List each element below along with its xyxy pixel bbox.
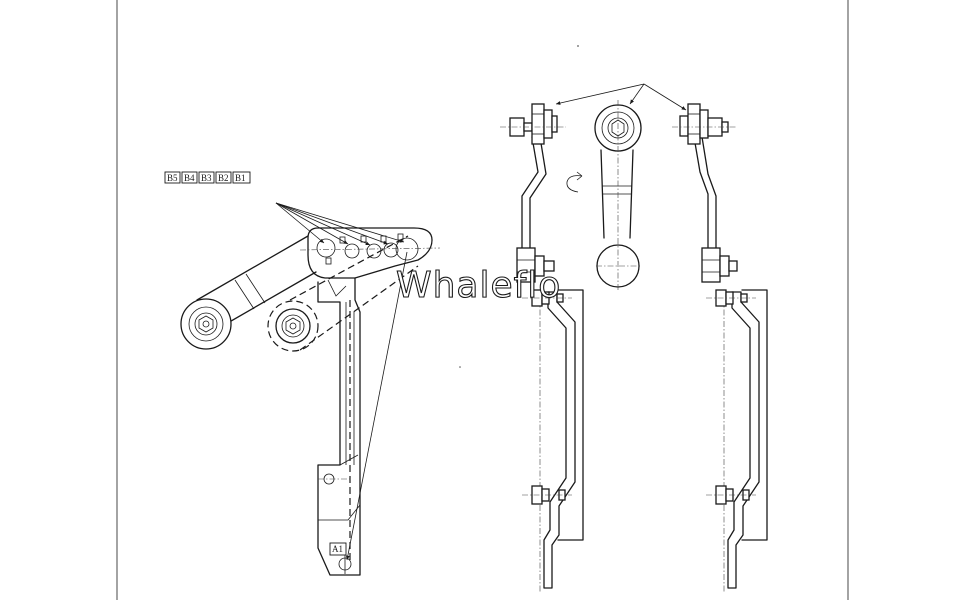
right-assembly-view xyxy=(672,103,768,592)
right-bolt-lower xyxy=(706,485,756,505)
sheet-frame xyxy=(116,0,849,600)
callout-leaders xyxy=(275,202,408,561)
callout-tag-b5: B5 xyxy=(164,171,181,184)
middle-lower-joint xyxy=(516,247,555,283)
svg-text:A1: A1 xyxy=(332,544,343,554)
middle-top-bolt xyxy=(500,103,566,145)
middle-bolt-upper xyxy=(522,289,572,307)
link-arm-solid xyxy=(180,235,317,350)
svg-text:B5: B5 xyxy=(167,173,178,183)
right-bent-bracket xyxy=(727,291,760,589)
vertical-bracket xyxy=(317,277,361,576)
callout-tag-row: B5 B4 B3 B2 B1 xyxy=(164,171,251,184)
svg-text:B4: B4 xyxy=(184,173,195,183)
link-arm-alternate xyxy=(267,235,419,352)
callout-tag-b3: B3 xyxy=(198,171,215,184)
svg-text:B1: B1 xyxy=(235,173,246,183)
left-assembly-view: B5 B4 B3 B2 B1 A1 xyxy=(164,171,441,576)
right-upper-link xyxy=(693,136,717,253)
center-link-detail xyxy=(594,100,642,292)
right-top-bolt xyxy=(672,103,736,145)
stray-dot xyxy=(459,366,461,368)
rotate-arrow-icon xyxy=(566,171,583,193)
right-backing-plate xyxy=(741,289,768,541)
callout-tag-b4: B4 xyxy=(181,171,198,184)
middle-backing-plate xyxy=(557,289,584,541)
right-bolt-upper xyxy=(706,289,756,307)
hole-tag-a1: A1 xyxy=(329,542,347,556)
bracket-slot xyxy=(318,473,352,485)
bracket-hole xyxy=(338,554,352,574)
callout-tag-b2: B2 xyxy=(215,171,232,184)
svg-text:B3: B3 xyxy=(201,173,212,183)
callout-tag-b1: B1 xyxy=(232,171,251,184)
top-callout-leaders xyxy=(555,83,687,111)
middle-assembly-view xyxy=(500,103,584,592)
middle-bent-bracket xyxy=(543,291,576,589)
right-lower-joint xyxy=(701,247,738,283)
middle-upper-link xyxy=(521,136,547,253)
middle-bolt-lower xyxy=(522,485,572,505)
watermark: Whaleflo xyxy=(396,265,561,306)
svg-text:B2: B2 xyxy=(218,173,229,183)
